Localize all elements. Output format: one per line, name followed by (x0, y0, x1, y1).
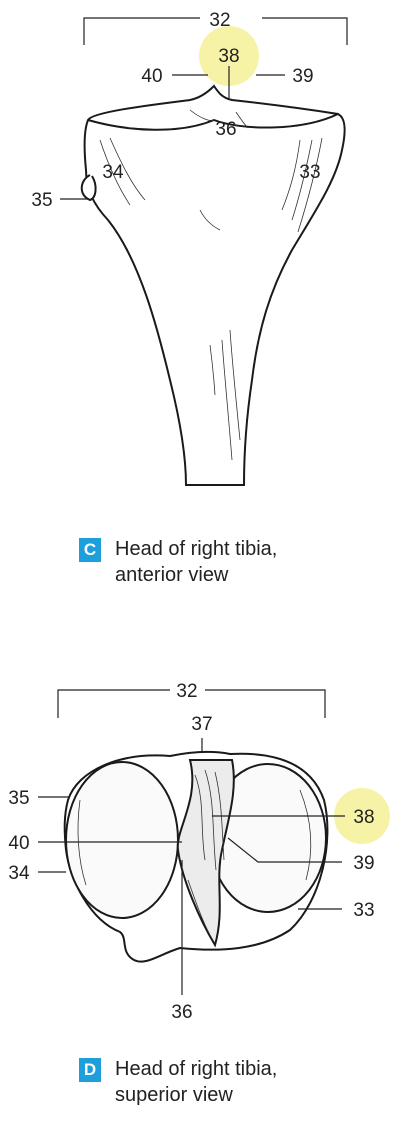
label-36-d: 36 (171, 1002, 192, 1023)
label-36: 36 (215, 119, 236, 140)
label-32-d: 32 (176, 681, 197, 702)
label-34-d: 34 (8, 863, 30, 884)
caption-d-line2: superior view (115, 1084, 233, 1106)
caption-c-line1: Head of right tibia, (115, 538, 278, 560)
caption-c: Head of right tibia, anterior view (79, 536, 379, 588)
label-33: 33 (299, 162, 320, 183)
leader-39-d (227, 837, 342, 863)
medial-condyle (65, 761, 179, 919)
bracket-32 (83, 17, 348, 45)
caption-d: Head of right tibia, superior view (79, 1056, 379, 1108)
caption-d-line1: Head of right tibia, (115, 1058, 278, 1080)
label-40: 40 (141, 66, 162, 87)
label-32: 32 (209, 10, 230, 31)
highlight-38 (199, 26, 259, 86)
label-33-d: 33 (353, 900, 374, 921)
badge-c: C (79, 538, 101, 562)
shading-c (99, 109, 323, 461)
badge-d: D (79, 1058, 101, 1082)
intercondylar-area (176, 759, 235, 948)
label-37: 37 (191, 714, 212, 735)
label-34: 34 (102, 162, 124, 183)
label-35-d: 35 (8, 788, 29, 809)
label-35: 35 (31, 190, 52, 211)
tibia-anterior (83, 84, 346, 486)
label-38: 38 (218, 46, 239, 67)
label-38-d: 38 (353, 807, 374, 828)
figure-c-anterior-view: 32 38 40 39 36 34 3 (31, 10, 348, 486)
figure-d-superior-view: 32 37 38 35 40 39 34 33 (8, 681, 390, 1023)
label-39: 39 (292, 66, 313, 87)
fibular-facet (80, 174, 97, 202)
highlight-38-d (334, 788, 390, 844)
label-40-d: 40 (8, 833, 29, 854)
label-39-d: 39 (353, 853, 374, 874)
caption-c-line2: anterior view (115, 564, 229, 586)
bracket-32-d (57, 689, 326, 718)
